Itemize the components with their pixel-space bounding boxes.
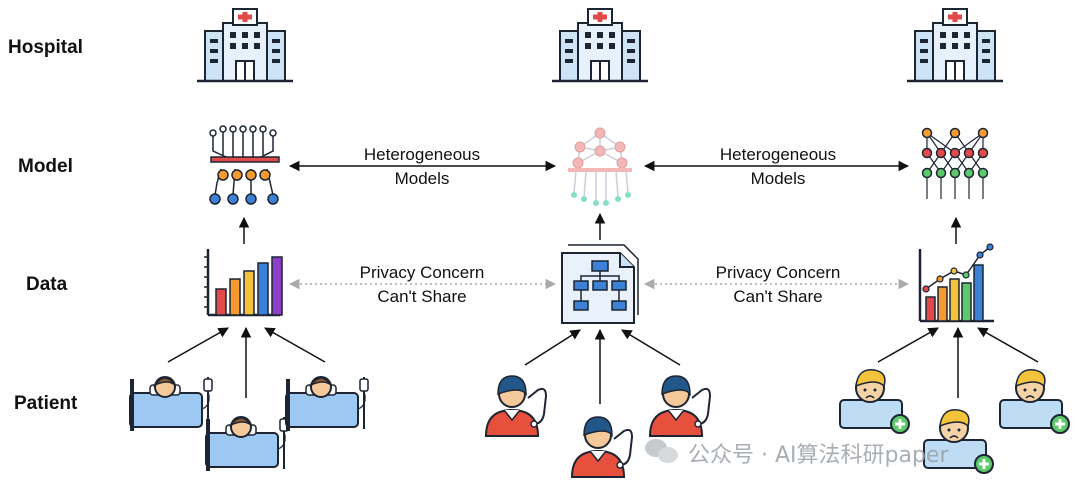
flowchart-document-icon — [561, 244, 639, 324]
arrow-patient-to-data — [621, 329, 681, 366]
arrow-patient-to-data — [977, 327, 1039, 363]
model-link-left-line2: Models — [394, 169, 450, 188]
model-neural-net-icon — [921, 127, 989, 199]
model-link-right-line2: Models — [750, 169, 806, 188]
model-pale-network-icon — [568, 127, 632, 206]
data-link-label-left: Privacy Concern Can't Share — [332, 261, 512, 309]
hospital-icon — [905, 7, 1005, 83]
watermark-text: 公众号 · AI算法科研paper — [688, 443, 949, 468]
bed-patient-icon — [129, 376, 213, 432]
data-link-left-line2: Can't Share — [377, 287, 467, 306]
data-link-left-line1: Privacy Concern — [359, 263, 485, 282]
sick-patient-icon — [999, 368, 1070, 434]
bed-patient-icon — [205, 416, 289, 472]
model-link-left-line1: Heterogeneous — [363, 145, 481, 164]
data-link-right-line1: Privacy Concern — [715, 263, 841, 282]
sick-patient-icon — [839, 368, 910, 434]
arrow-patient-to-data — [524, 329, 581, 366]
data-link-label-right: Privacy Concern Can't Share — [688, 261, 868, 309]
model-link-right-line1: Heterogeneous — [719, 145, 837, 164]
bar-chart-icon — [202, 247, 284, 317]
row-label-model: Model — [18, 156, 73, 177]
bed-patient-icon — [285, 376, 369, 432]
model-network-icon — [209, 125, 280, 205]
model-link-label-left: Heterogeneous Models — [332, 143, 512, 191]
doctor-icon — [571, 416, 633, 478]
trend-chart-icon — [918, 243, 994, 323]
row-label-data: Data — [26, 274, 68, 295]
doctor-icon — [649, 375, 711, 437]
data-link-right-line2: Can't Share — [733, 287, 823, 306]
wechat-icon — [645, 439, 678, 463]
hospital-icon — [550, 7, 650, 83]
hospital-icon — [195, 7, 295, 83]
arrow-patient-to-data — [264, 327, 326, 363]
doctor-icon — [485, 375, 547, 437]
model-link-label-right: Heterogeneous Models — [688, 143, 868, 191]
arrow-patient-to-data — [877, 327, 939, 363]
arrow-patient-to-data — [167, 327, 229, 363]
row-label-patient: Patient — [14, 393, 78, 414]
row-label-hospital: Hospital — [8, 37, 83, 58]
